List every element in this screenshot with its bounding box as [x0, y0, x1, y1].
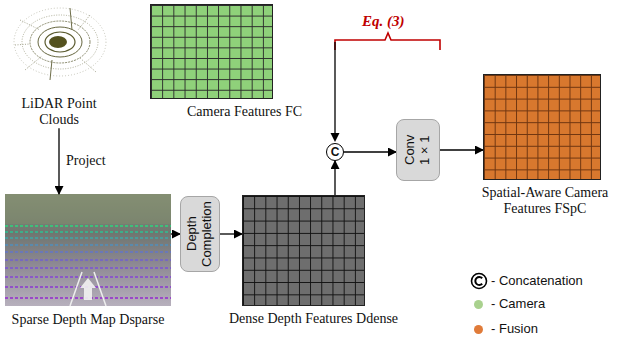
concat-symbol: C — [326, 143, 344, 161]
node-label: Depth Completion — [185, 201, 215, 267]
legend-label: - Fusion — [491, 322, 538, 337]
equation-bracket — [335, 33, 440, 50]
flow-arrow — [58, 128, 59, 194]
flow-arrow — [334, 161, 335, 195]
node-label: C — [331, 146, 340, 158]
flow-arrow — [171, 233, 180, 234]
flow-arrow — [440, 149, 483, 150]
fusion-feature-grid: Spatial-Aware Camera Features FSpC — [483, 74, 601, 180]
lidar-point-cloud — [14, 8, 106, 80]
legend-swatch — [474, 300, 483, 309]
node-label: Camera Features FC — [187, 104, 302, 120]
edge-label: Project — [66, 153, 106, 169]
legend-label: - Camera — [491, 297, 545, 312]
node-label: Sparse Depth Map Dsparse — [12, 312, 165, 328]
camera-feed-line — [331, 42, 340, 142]
node-label: Dense Depth Features Ddense — [229, 311, 398, 327]
legend-row: - Fusion — [470, 322, 538, 337]
concat-legend-symbol — [470, 272, 488, 290]
flow-arrow — [344, 151, 396, 152]
dense-depth-grid: Dense Depth Features Ddense — [242, 195, 365, 306]
lidar-node: LiDAR Point Clouds — [0, 2, 118, 128]
flow-arrow — [220, 233, 242, 234]
node-label: Conv 1×1 — [403, 130, 433, 170]
legend-row: - Camera — [470, 297, 545, 312]
camera-feature-grid: Camera Features FC — [150, 4, 273, 99]
legend-row: - Concatenation — [470, 272, 583, 290]
process-box: Depth Completion — [180, 196, 220, 272]
legend-label: - Concatenation — [491, 274, 583, 289]
sparse-depth-photo — [5, 194, 171, 306]
conv-box: Conv 1×1 — [396, 119, 440, 181]
node-label: Spatial-Aware Camera Features FSpC — [479, 185, 612, 217]
equation-label: Eq. (3) — [362, 13, 405, 30]
legend-swatch — [474, 325, 483, 334]
sparse-depth-map: Sparse Depth Map Dsparse — [5, 194, 171, 306]
node-label: LiDAR Point Clouds — [0, 96, 118, 128]
